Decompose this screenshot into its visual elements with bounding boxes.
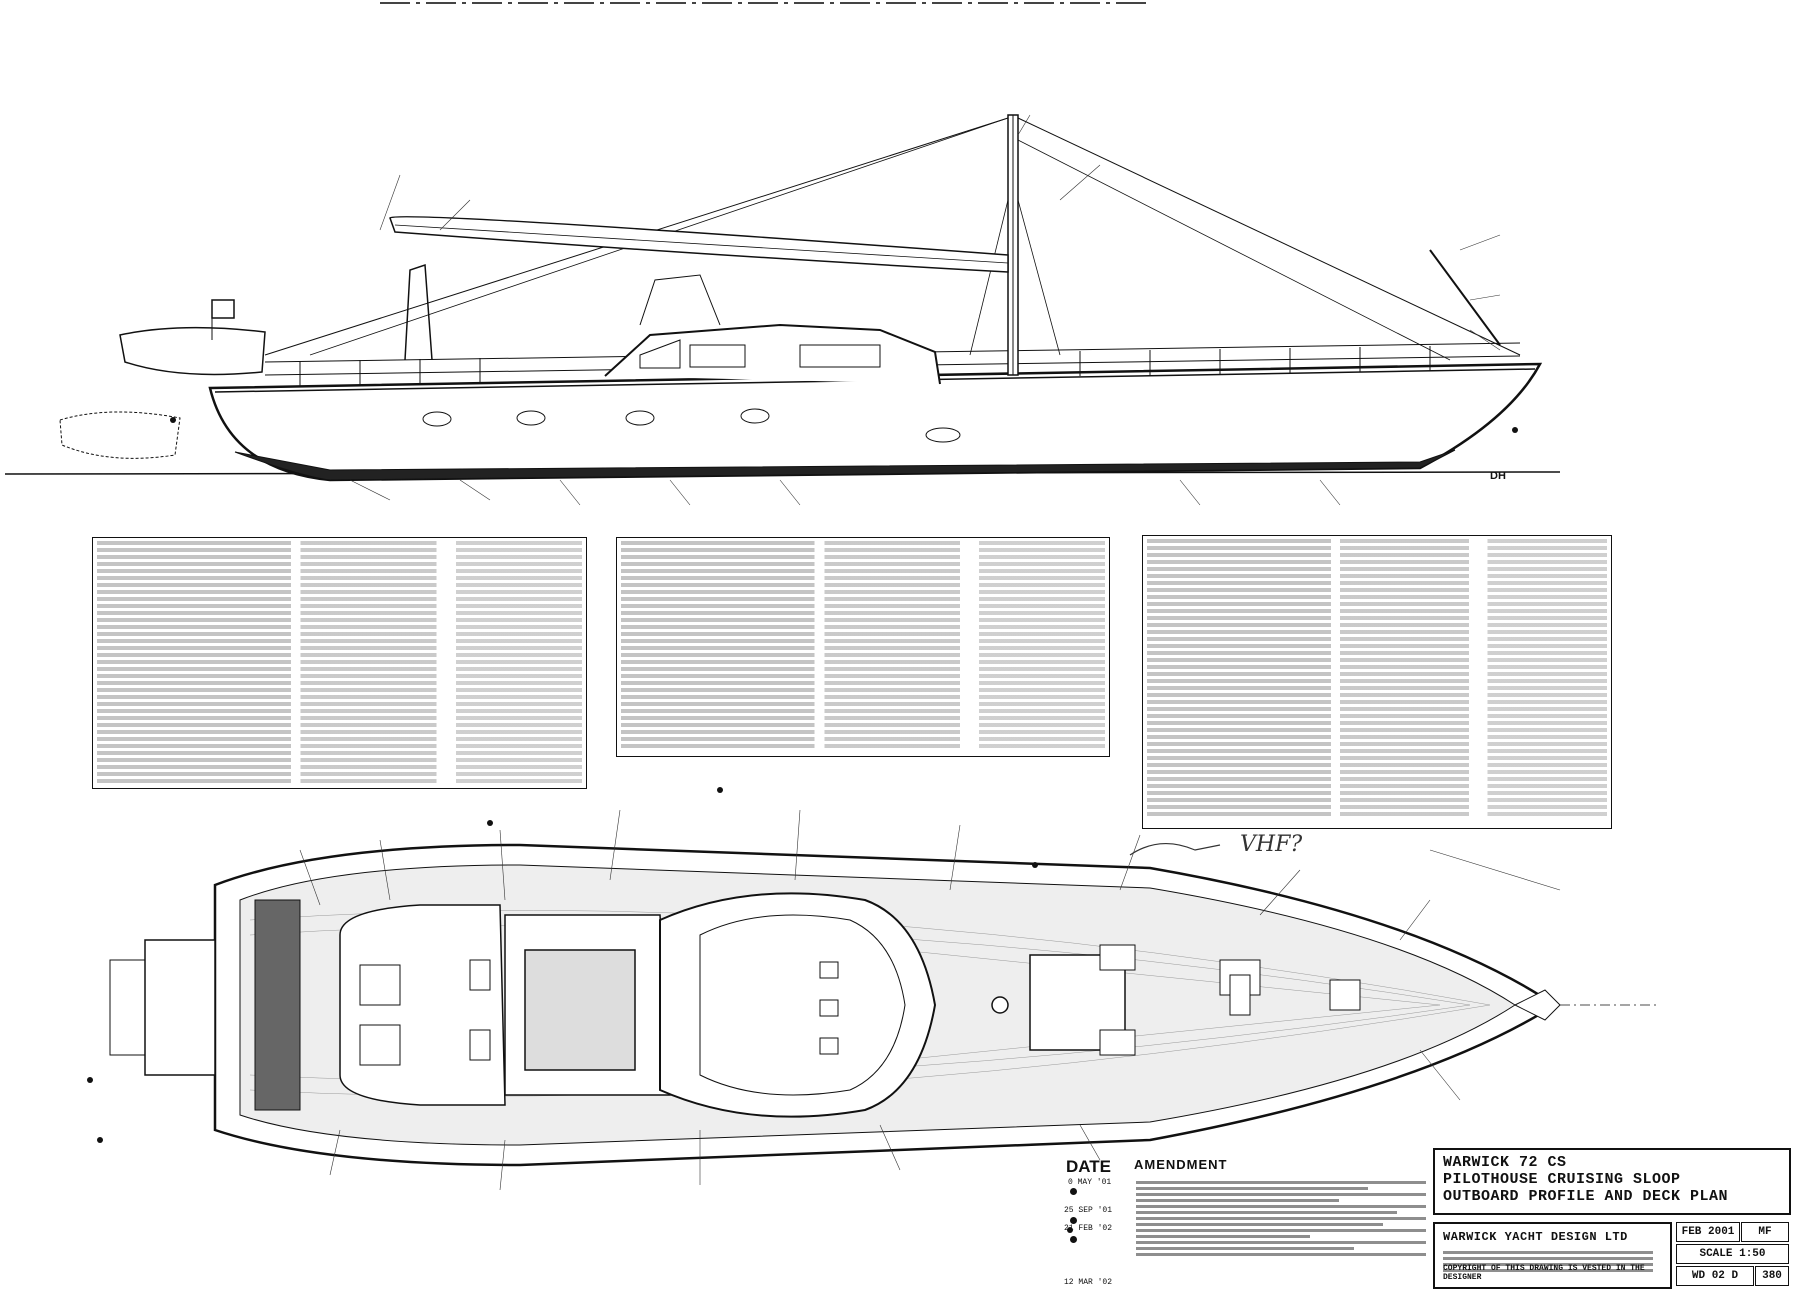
title-line-3: OUTBOARD PROFILE AND DECK PLAN [1443,1188,1729,1205]
drawing-ref: WD 02 D [1676,1266,1754,1286]
drawn-by: MF [1741,1222,1789,1242]
amend-date-4: 12 MAR '02 [1064,1278,1113,1287]
drawing-date: FEB 2001 [1676,1222,1740,1242]
deck-plan [109,843,1660,1167]
title-line-1: WARWICK 72 CS [1443,1154,1567,1171]
handwritten-note: VHF? [1240,832,1303,857]
firm-name: WARWICK YACHT DESIGN LTD [1443,1230,1628,1244]
equipment-schedule-3 [1142,535,1612,829]
firm-block: WARWICK YACHT DESIGN LTD COPYRIGHT OF TH… [1433,1222,1672,1289]
equipment-schedule-1 [92,537,587,789]
title-line-2: PILOTHOUSE CRUISING SLOOP [1443,1171,1681,1188]
outboard-profile [4,114,1561,482]
equipment-schedule-2 [616,537,1110,757]
copyright: COPYRIGHT OF THIS DRAWING IS VESTED IN T… [1443,1264,1645,1282]
amend-date-3: 21 FEB '02 [1064,1224,1113,1233]
title-block: WARWICK 72 CS PILOTHOUSE CRUISING SLOOP … [1433,1148,1791,1215]
designer-initials: DH [1490,470,1506,482]
sheet-number: 380 [1755,1266,1789,1286]
amend-date-2: 25 SEP '01 [1064,1206,1113,1215]
amendment-text-block [1136,1178,1426,1286]
amend-markers [1070,1188,1077,1243]
scale: SCALE 1:50 [1676,1244,1789,1264]
amend-date-1: 0 MAY '01 [1068,1178,1112,1187]
amend-date-header: DATE [1066,1157,1112,1176]
amend-header: AMENDMENT [1134,1157,1228,1172]
